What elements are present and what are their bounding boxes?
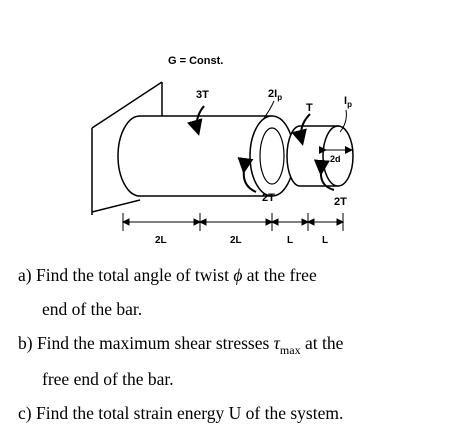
question-b-continuation: free end of the bar. <box>42 369 174 389</box>
ip-mid-leader <box>263 100 275 119</box>
torque-t-arrow <box>291 113 311 146</box>
dim-label-1: 2L <box>155 235 167 246</box>
fixed-wall <box>91 81 163 215</box>
diagram-title: G = Const. <box>168 55 223 67</box>
diameter-label: 2d <box>330 154 341 164</box>
question-a: a) Find the total angle of twist ϕ at th… <box>18 258 448 326</box>
question-b: b) Find the maximum shear stresses τmax … <box>18 326 448 396</box>
dim-label-3: L <box>287 235 293 246</box>
ip-mid-label: 2Ip <box>268 88 282 102</box>
small-shaft <box>286 125 354 187</box>
reaction-mid-arrow <box>237 157 257 193</box>
reaction-right-arrow <box>313 159 335 191</box>
question-a-text: Find the total angle of twist <box>35 265 229 285</box>
ip-right-label: Ip <box>344 95 352 109</box>
tau-symbol: τmax <box>273 333 301 357</box>
reaction-right-label: 2T <box>334 196 347 208</box>
question-b-text: Find the maximum shear stresses <box>36 333 270 353</box>
question-b-text-after: at the <box>304 333 344 353</box>
tau-subscript: max <box>279 343 301 357</box>
torque-3t-label: 3T <box>196 89 209 101</box>
question-a-letter: a) <box>18 265 32 285</box>
question-a-text-after: at the free <box>246 265 317 285</box>
question-c-letter: c) <box>18 403 32 423</box>
question-c: c) Find the total strain energy U of the… <box>18 396 448 430</box>
question-list: a) Find the total angle of twist ϕ at th… <box>18 258 448 430</box>
dim-label-2: 2L <box>230 235 242 246</box>
torsion-diagram: G = Const. 2d 3T 2Ip T Ip 2T 2T <box>91 55 354 246</box>
phi-symbol: ϕ <box>233 265 243 285</box>
dimension-line <box>121 213 345 231</box>
ip-right-leader <box>339 109 347 133</box>
dim-label-4: L <box>322 235 328 246</box>
question-c-text: Find the total strain energy U of the sy… <box>35 403 344 423</box>
reaction-mid-label: 2T <box>262 192 275 204</box>
torque-3t-arrow <box>187 105 205 136</box>
diagram-svg: G = Const. 2d 3T 2Ip T Ip 2T 2T <box>91 55 354 246</box>
question-b-letter: b) <box>18 333 33 353</box>
large-shaft <box>117 115 295 197</box>
question-a-continuation: end of the bar. <box>42 299 143 319</box>
torque-t-label: T <box>306 102 313 114</box>
